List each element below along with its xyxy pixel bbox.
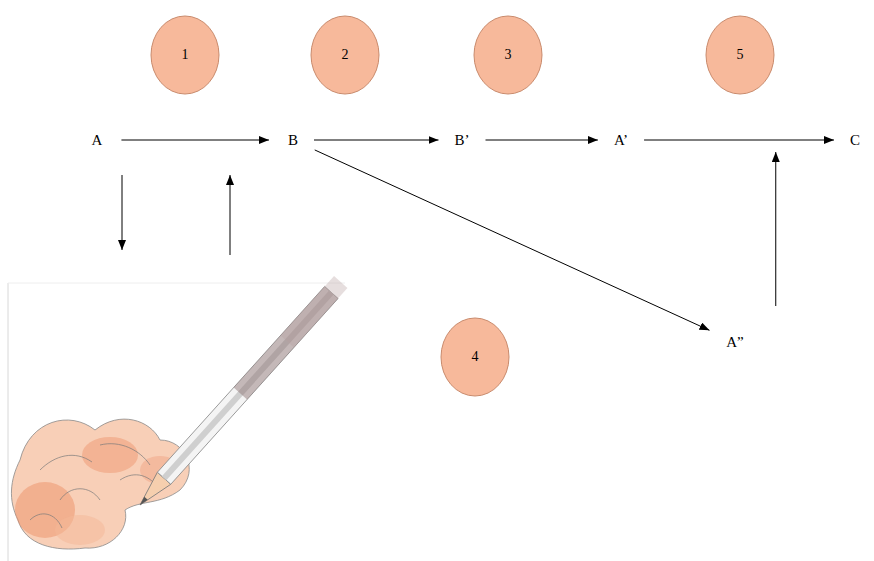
node-letter: C bbox=[850, 131, 860, 149]
callout-circle: 5 bbox=[705, 15, 775, 95]
callout-circle: 2 bbox=[310, 15, 380, 95]
flow-arrow bbox=[314, 140, 439, 141]
flow-arrow bbox=[121, 140, 269, 141]
letter-node: A” bbox=[722, 331, 748, 353]
callout-circle: 4 bbox=[440, 317, 510, 397]
node-letter: A” bbox=[726, 333, 744, 351]
circle-fill bbox=[441, 318, 509, 396]
letter-node: A’ bbox=[610, 129, 632, 151]
flow-arrow bbox=[315, 150, 710, 330]
pencil-sketch bbox=[133, 276, 347, 511]
flow-arrow bbox=[644, 140, 834, 141]
callout-number: 3 bbox=[505, 47, 512, 64]
letter-node: A bbox=[88, 129, 107, 151]
node-letter: B’ bbox=[455, 131, 470, 149]
callout-number: 1 bbox=[182, 47, 189, 64]
flow-arrow bbox=[486, 140, 598, 141]
flow-arrow bbox=[775, 152, 776, 306]
node-letter: A bbox=[92, 131, 103, 149]
circle-fill bbox=[311, 16, 379, 94]
hand-sketch bbox=[11, 419, 189, 549]
callout-number: 4 bbox=[472, 349, 479, 366]
letter-node: B’ bbox=[451, 129, 474, 151]
sketch-frame bbox=[8, 283, 9, 561]
circle-fill bbox=[151, 16, 219, 94]
node-letter: B bbox=[288, 131, 298, 149]
up-arrow bbox=[230, 175, 231, 255]
callout-number: 2 bbox=[342, 47, 349, 64]
sketch-frame bbox=[8, 283, 345, 284]
down-arrow bbox=[122, 175, 123, 250]
node-letter: A’ bbox=[614, 131, 628, 149]
letter-node: C bbox=[846, 129, 864, 151]
circle-fill bbox=[474, 16, 542, 94]
callout-number: 5 bbox=[737, 47, 744, 64]
callout-circle: 1 bbox=[150, 15, 220, 95]
circle-fill bbox=[706, 16, 774, 94]
letter-node: B bbox=[284, 129, 302, 151]
callout-circle: 3 bbox=[473, 15, 543, 95]
